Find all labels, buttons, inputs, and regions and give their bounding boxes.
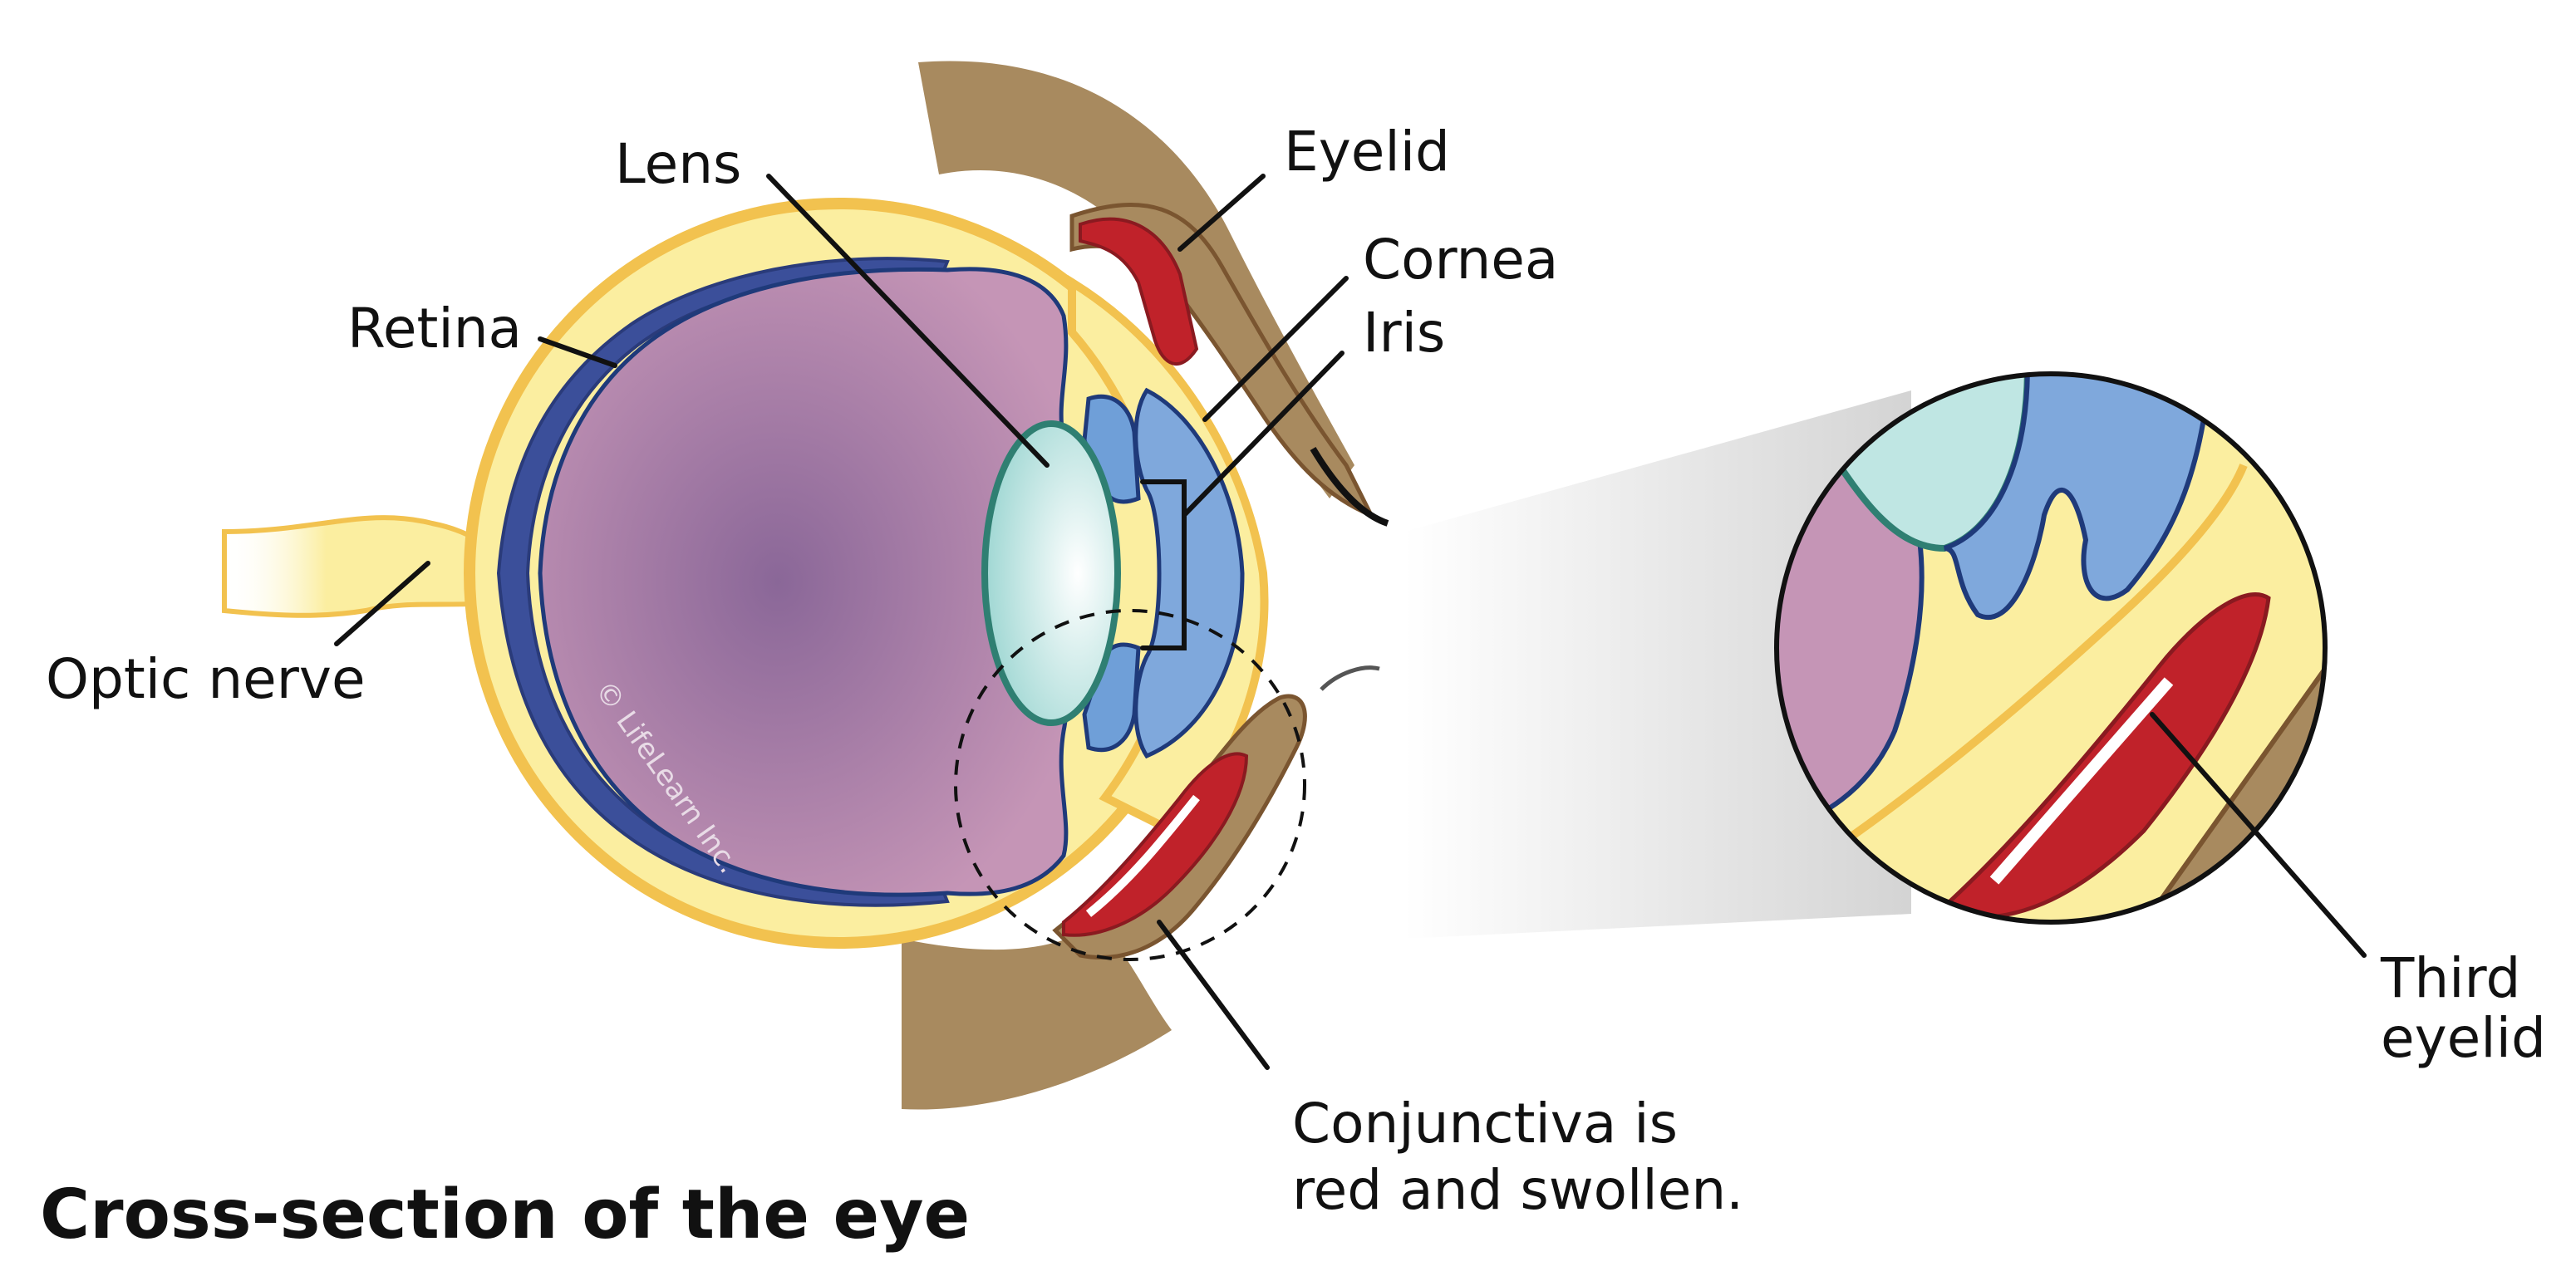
label-eyelid: Eyelid — [1284, 120, 1450, 184]
retina — [496, 257, 950, 907]
label-iris: Iris — [1363, 301, 1445, 365]
third-eyelid-leader — [2150, 712, 2367, 958]
label-lens: Lens — [615, 132, 741, 196]
upper-lashes — [1310, 446, 1389, 527]
zoom-iris — [1944, 374, 2214, 620]
diagram-title: Cross-section of the eye — [40, 1175, 970, 1254]
lens-leader — [766, 174, 1050, 468]
label-third-eyelid-1: Third — [2380, 946, 2520, 1010]
zoom-third-eyelid — [1989, 677, 2174, 885]
label-optic-nerve: Optic nerve — [46, 647, 366, 711]
zoom-cornea-band — [1809, 464, 2248, 868]
third-eyelid-sliver — [1085, 794, 1200, 917]
face-tissue — [918, 61, 1354, 498]
zoom-detail — [1777, 374, 2325, 922]
label-conjunctiva-2: red and swollen. — [1292, 1158, 1743, 1222]
lens — [981, 420, 1121, 726]
retina-leader — [538, 336, 617, 368]
iris-bracket — [1140, 479, 1187, 650]
optic-nerve-leader — [334, 561, 430, 646]
zoom-circle-outline — [1774, 371, 2328, 925]
conjunctiva-leader — [1157, 920, 1270, 1070]
lower-lashes — [1320, 665, 1380, 691]
label-conjunctiva-1: Conjunctiva is — [1292, 1092, 1678, 1156]
cornea-leader — [1202, 276, 1349, 422]
iris-leader — [1182, 351, 1345, 518]
label-retina: Retina — [347, 297, 522, 361]
focus-circle — [954, 609, 1306, 961]
label-cornea: Cornea — [1363, 228, 1558, 292]
magnifier-beam — [1404, 390, 1911, 939]
label-third-eyelid-2: eyelid — [2381, 1006, 2546, 1070]
lower-face-tissue — [902, 922, 1172, 1110]
upper-eyelid-conjunctiva — [1079, 217, 1199, 366]
eyelid-leader — [1177, 174, 1266, 252]
